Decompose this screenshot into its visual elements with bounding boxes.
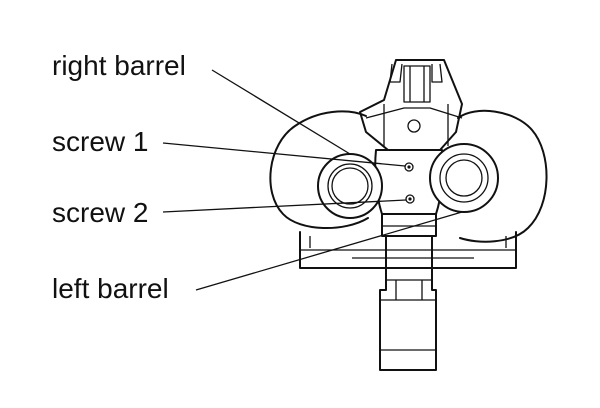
label-right-barrel: right barrel bbox=[52, 50, 186, 81]
leader-screw-2 bbox=[162, 199, 407, 213]
right-housing-lobe bbox=[457, 109, 548, 243]
right-eyepiece bbox=[429, 143, 499, 213]
leader-left-barrel bbox=[195, 211, 463, 291]
leader-right-barrel bbox=[211, 69, 351, 155]
lower-stem bbox=[379, 235, 437, 371]
top-bracket bbox=[359, 59, 463, 151]
label-screw-1: screw 1 bbox=[52, 126, 149, 157]
screw-1 bbox=[404, 162, 414, 172]
screw-2 bbox=[405, 194, 415, 204]
left-eyepiece bbox=[317, 153, 383, 219]
left-housing-lobe bbox=[269, 110, 369, 229]
label-left-barrel: left barrel bbox=[52, 273, 169, 304]
label-screw-2: screw 2 bbox=[52, 197, 149, 228]
base-bar bbox=[299, 231, 517, 269]
leader-screw-1 bbox=[162, 142, 406, 167]
